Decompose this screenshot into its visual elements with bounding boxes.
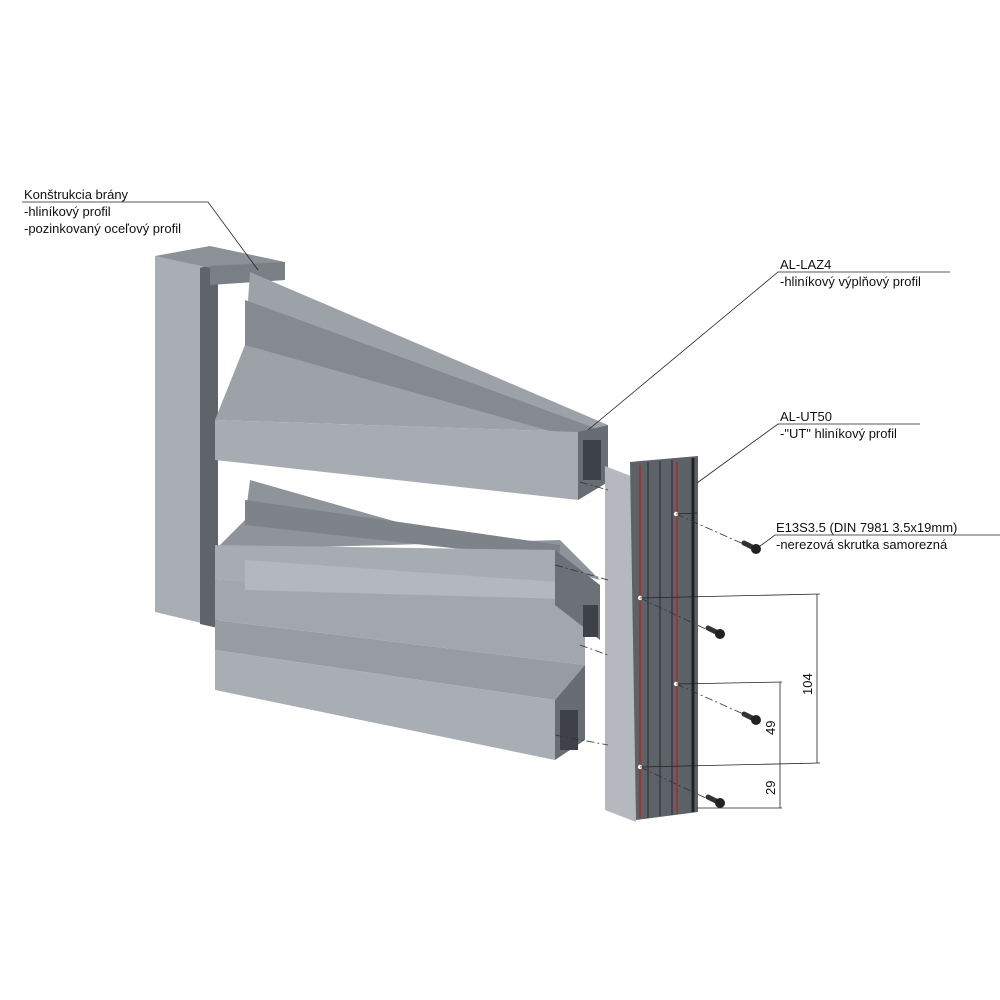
label-line: -hliníkový profil [24, 204, 111, 219]
leader-lines [22, 201, 1000, 550]
lower-slat [215, 480, 600, 760]
dimension-49: 49 [763, 721, 778, 735]
screw-icon [705, 625, 725, 639]
screw-icon [705, 794, 725, 808]
alignment-lines [554, 481, 749, 802]
dimension-104: 104 [800, 673, 815, 695]
screw-label: E13S3.5 (DIN 7981 3.5x19mm) -nerezová sk… [776, 519, 957, 553]
label-title: AL-UT50 [780, 409, 833, 424]
al-ut50-label: AL-UT50 -"UT" hliníkový profil [780, 408, 897, 442]
gate-structure-label: Konštrukcia brány -hliníkový profil -poz… [24, 186, 181, 237]
label-title: Konštrukcia brány [24, 187, 129, 202]
label-line: -hliníkový výplňový profil [780, 274, 921, 289]
label-title: E13S3.5 (DIN 7981 3.5x19mm) [776, 520, 958, 535]
ut-profile [605, 456, 698, 822]
al-laz4-label: AL-LAZ4 -hliníkový výplňový profil [780, 256, 921, 290]
screw-icon [741, 540, 761, 554]
gate-post [155, 246, 285, 628]
dimension-29: 29 [763, 781, 778, 795]
label-title: AL-LAZ4 [780, 257, 832, 272]
upper-slat [215, 272, 608, 500]
screw-icon [741, 711, 761, 725]
label-line: -pozinkovaný oceľový profil [24, 221, 181, 236]
label-line: -"UT" hliníkový profil [780, 426, 897, 441]
dimension-lines [639, 512, 821, 809]
label-line: -nerezová skrutka samorezná [776, 537, 948, 552]
